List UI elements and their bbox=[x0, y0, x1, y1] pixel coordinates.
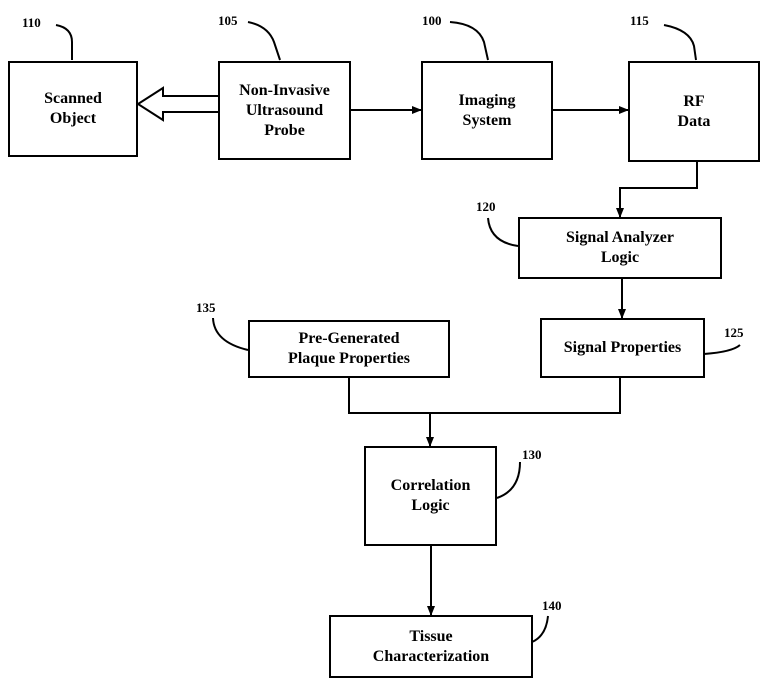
ref-number-130: 130 bbox=[522, 447, 542, 463]
ultrasound-probe-box: Non-Invasive Ultrasound Probe bbox=[218, 61, 351, 160]
leader-130 bbox=[497, 462, 520, 498]
leader-125 bbox=[704, 345, 740, 354]
imaging-system-box: Imaging System bbox=[421, 61, 553, 160]
plaque-to-merge-line bbox=[349, 378, 620, 413]
ref-number-110: 110 bbox=[22, 15, 41, 31]
ref-number-100: 100 bbox=[422, 13, 442, 29]
correlation-logic-box: Correlation Logic bbox=[364, 446, 497, 546]
signal-properties-label: Signal Properties bbox=[564, 338, 681, 358]
leader-105 bbox=[248, 22, 280, 60]
signal-analyzer-label: Signal Analyzer Logic bbox=[566, 228, 674, 268]
probe-to-object-block-arrow bbox=[138, 88, 218, 120]
correlation-logic-label: Correlation Logic bbox=[391, 476, 471, 516]
plaque-properties-box: Pre-Generated Plaque Properties bbox=[248, 320, 450, 378]
rf-data-box: RF Data bbox=[628, 61, 760, 162]
rf-data-label: RF Data bbox=[678, 92, 711, 132]
ref-number-140: 140 bbox=[542, 598, 562, 614]
leader-110 bbox=[56, 25, 72, 60]
ultrasound-probe-label: Non-Invasive Ultrasound Probe bbox=[239, 81, 330, 141]
ref-number-135: 135 bbox=[196, 300, 216, 316]
ref-number-105: 105 bbox=[218, 13, 238, 29]
leader-115 bbox=[664, 25, 696, 60]
tissue-characterization-box: Tissue Characterization bbox=[329, 615, 533, 678]
leader-140 bbox=[532, 616, 548, 642]
tissue-characterization-label: Tissue Characterization bbox=[373, 627, 489, 667]
rfdata-to-analyzer-arrow bbox=[620, 162, 697, 217]
imaging-system-label: Imaging System bbox=[459, 91, 516, 131]
plaque-properties-label: Pre-Generated Plaque Properties bbox=[288, 329, 410, 369]
signal-analyzer-box: Signal Analyzer Logic bbox=[518, 217, 722, 279]
signal-properties-box: Signal Properties bbox=[540, 318, 705, 378]
scanned-object-box: Scanned Object bbox=[8, 61, 138, 157]
ref-number-125: 125 bbox=[724, 325, 744, 341]
leader-135 bbox=[213, 318, 248, 350]
leader-120 bbox=[488, 218, 518, 246]
leader-100 bbox=[450, 22, 488, 60]
scanned-object-label: Scanned Object bbox=[44, 89, 102, 129]
ref-number-120: 120 bbox=[476, 199, 496, 215]
ref-number-115: 115 bbox=[630, 13, 649, 29]
